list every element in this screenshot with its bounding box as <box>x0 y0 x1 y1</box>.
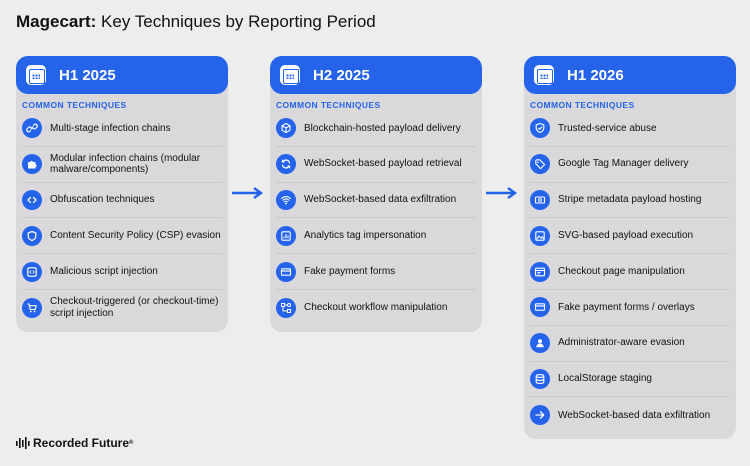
period-label: H1 2025 <box>59 66 116 84</box>
arrow-right-connector <box>232 187 264 199</box>
section-label: COMMON TECHNIQUES <box>22 100 127 110</box>
arrow-right-icon <box>530 405 550 426</box>
period-header: H1 2026 <box>524 56 736 94</box>
technique-label: WebSocket-based data exfiltration <box>558 409 711 421</box>
technique-label: Fake payment forms <box>304 265 396 277</box>
script-icon <box>22 261 42 282</box>
technique-label: WebSocket-based data exfiltration <box>304 194 457 206</box>
technique-item: SVG-based payload execution <box>530 218 730 255</box>
sync-icon <box>276 154 296 175</box>
technique-label: Checkout page manipulation <box>558 265 685 277</box>
technique-item: Trusted-service abuse <box>530 111 730 147</box>
money-icon <box>530 189 550 210</box>
card-icon <box>530 297 550 318</box>
technique-label: Malicious script injection <box>50 265 158 277</box>
technique-label: WebSocket-based payload retrieval <box>304 158 462 170</box>
user-icon <box>530 333 550 354</box>
recorded-future-logo: Recorded Future® <box>16 436 133 450</box>
technique-label: Checkout workflow manipulation <box>304 302 448 314</box>
technique-label: Blockchain-hosted payload delivery <box>304 122 461 134</box>
chart-icon <box>276 225 296 246</box>
technique-label: SVG-based payload execution <box>558 230 694 242</box>
workflow-icon <box>276 297 296 318</box>
technique-item: Google Tag Manager delivery <box>530 147 730 183</box>
period-header: H1 2025 <box>16 56 228 94</box>
link-icon <box>22 118 42 139</box>
technique-item: Administrator-aware evasion <box>530 326 730 362</box>
technique-label: Obfuscation techniques <box>50 194 155 206</box>
technique-label: Google Tag Manager delivery <box>558 158 689 170</box>
image-icon <box>530 225 550 246</box>
technique-item: WebSocket-based data exfiltration <box>530 397 730 433</box>
database-icon <box>530 368 550 389</box>
shield-icon <box>22 225 42 246</box>
technique-item: Obfuscation techniques <box>22 183 222 219</box>
technique-item: LocalStorage staging <box>530 362 730 398</box>
technique-label: Stripe metadata payload hosting <box>558 194 702 206</box>
calendar-icon <box>280 65 300 85</box>
technique-label: Content Security Policy (CSP) evasion <box>50 230 221 242</box>
period-label: H2 2025 <box>313 66 370 84</box>
technique-item: Checkout page manipulation <box>530 254 730 290</box>
section-label: COMMON TECHNIQUES <box>530 100 635 110</box>
calendar-icon <box>534 65 554 85</box>
technique-label: Modular infection chains (modular malwar… <box>50 152 201 176</box>
puzzle-icon <box>22 154 42 175</box>
page-icon <box>530 261 550 282</box>
wifi-icon <box>276 189 296 210</box>
cube-icon <box>276 118 296 139</box>
code-icon <box>22 189 42 210</box>
technique-item: Stripe metadata payload hosting <box>530 183 730 219</box>
period-label: H1 2026 <box>567 66 624 84</box>
arrow-right-connector <box>486 187 518 199</box>
technique-item: Checkout workflow manipulation <box>276 290 476 326</box>
technique-item: Fake payment forms <box>276 254 476 290</box>
period-header: H2 2025 <box>270 56 482 94</box>
technique-item: WebSocket-based data exfiltration <box>276 183 476 219</box>
card-icon <box>276 261 296 282</box>
calendar-icon <box>26 65 46 85</box>
tag-icon <box>530 154 550 175</box>
technique-item: Checkout-triggered (or checkout-time) sc… <box>22 290 222 326</box>
technique-item: Malicious script injection <box>22 254 222 290</box>
technique-item: WebSocket-based payload retrieval <box>276 147 476 183</box>
technique-label: Multi-stage infection chains <box>50 122 171 134</box>
technique-item: Fake payment forms / overlays <box>530 290 730 326</box>
technique-label: Trusted-service abuse <box>558 122 657 134</box>
recorded-future-logo-icon <box>16 437 30 449</box>
page-title: Magecart: Key Techniques by Reporting Pe… <box>16 12 376 31</box>
technique-label: Analytics tag impersonation <box>304 230 427 242</box>
technique-label: Administrator-aware evasion <box>558 337 685 349</box>
technique-item: Content Security Policy (CSP) evasion <box>22 218 222 255</box>
section-label: COMMON TECHNIQUES <box>276 100 381 110</box>
technique-item: Analytics tag impersonation <box>276 218 476 255</box>
shield-check-icon <box>530 118 550 139</box>
technique-item: Blockchain-hosted payload delivery <box>276 111 476 147</box>
technique-label: Fake payment forms / overlays <box>558 301 695 313</box>
technique-label: Checkout-triggered (or checkout-time) sc… <box>50 296 219 319</box>
technique-item: Modular infection chains (modular malwar… <box>22 147 222 183</box>
technique-item: Multi-stage infection chains <box>22 111 222 147</box>
technique-label: LocalStorage staging <box>558 373 652 385</box>
cart-icon <box>22 297 42 318</box>
